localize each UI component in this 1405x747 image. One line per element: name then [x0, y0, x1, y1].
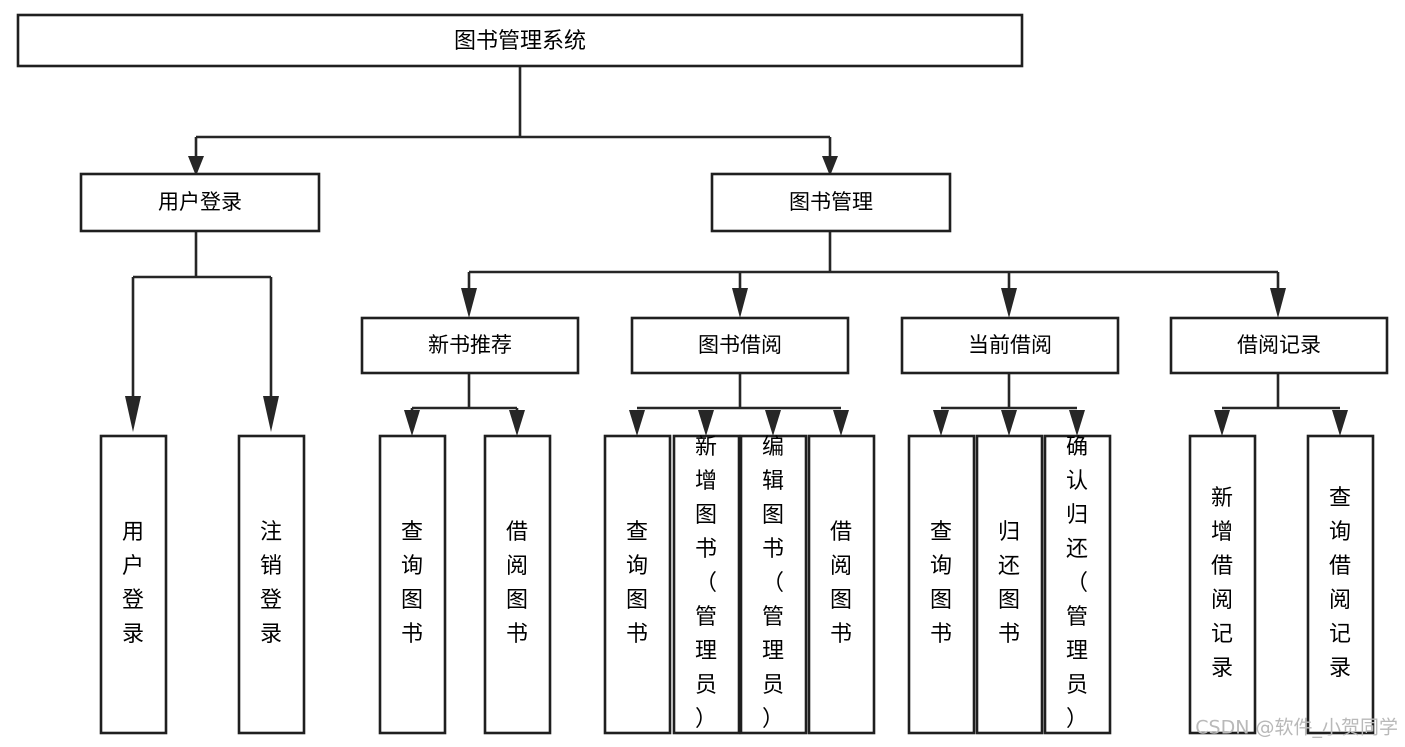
- node-current-borrow-label: 当前借阅: [968, 333, 1052, 357]
- leaf-query-book-newbook-box[interactable]: [378, 434, 447, 735]
- arrow-bookmanage-child-1: [461, 288, 477, 318]
- leaf-query-book-current-box[interactable]: [907, 434, 976, 735]
- node-user-login-label: 用户登录: [158, 190, 242, 214]
- node-book-management-label: 图书管理: [789, 190, 873, 214]
- node-borrow-record-box[interactable]: [1169, 316, 1389, 375]
- node-current-borrow-box[interactable]: [900, 316, 1120, 375]
- arrow-bookborrow-leaf-4: [833, 410, 849, 436]
- arrow-borrowrecord-leaf-2: [1332, 410, 1348, 436]
- node-book-management[interactable]: 图书管理: [710, 172, 952, 233]
- leaf-return-book-box[interactable]: [975, 434, 1044, 735]
- arrow-currentborrow-leaf-3: [1069, 410, 1085, 436]
- leaf-query-borrow-record-label: 查询借阅记录: [1329, 486, 1351, 681]
- arrow-borrowrecord-leaf-1: [1214, 410, 1230, 436]
- leaf-node-query-book-current[interactable]: 查询图书: [907, 434, 976, 735]
- connector-layer: [125, 66, 1348, 436]
- leaf-query-borrow-record-box[interactable]: [1306, 434, 1375, 735]
- leaf-add-book-admin-box[interactable]: [672, 434, 741, 735]
- leaf-query-book-current-label: 查询图书: [930, 520, 952, 647]
- leaf-node-logout[interactable]: 注销登录: [237, 434, 306, 735]
- node-book-management-box[interactable]: [710, 172, 952, 233]
- leaf-borrow-book-box[interactable]: [807, 434, 876, 735]
- leaf-node-return-book[interactable]: 归还图书: [975, 434, 1044, 735]
- node-root-book-management-system[interactable]: 图书管理系统: [16, 13, 1024, 68]
- leaf-node-user-login[interactable]: 用户登录: [99, 434, 168, 735]
- leaf-edit-book-admin-label: 编辑图书（管理员）: [762, 435, 784, 732]
- leaf-borrow-book-newbook-box[interactable]: [483, 434, 552, 735]
- leaf-node-query-book-newbook[interactable]: 查询图书: [378, 434, 447, 735]
- arrow-currentborrow-leaf-1: [933, 410, 949, 436]
- leaf-user-login-label: 用户登录: [122, 520, 144, 647]
- leaf-borrow-book-newbook-label: 借阅图书: [506, 520, 528, 647]
- node-borrow-record-label: 借阅记录: [1237, 333, 1321, 357]
- node-book-borrow-label: 图书借阅: [698, 333, 782, 357]
- watermark-label: CSDN @软件_小贺同学: [1195, 717, 1398, 739]
- node-new-book-recommend-label: 新书推荐: [428, 333, 512, 357]
- arrow-newbook-leaf-2: [509, 410, 525, 436]
- leaf-user-login-box[interactable]: [99, 434, 168, 735]
- leaf-node-add-borrow-record[interactable]: 新增借阅记录: [1188, 434, 1257, 735]
- leaf-confirm-return-admin-box[interactable]: [1043, 434, 1112, 735]
- arrow-userlogin-child-1: [125, 396, 141, 432]
- node-root-label: 图书管理系统: [454, 29, 586, 54]
- node-book-borrow-box[interactable]: [630, 316, 850, 375]
- arrow-bookmanage-child-2: [732, 288, 748, 318]
- leaf-query-book-borrow-box[interactable]: [603, 434, 672, 735]
- arrow-bookborrow-leaf-3: [765, 410, 781, 436]
- leaf-node-query-borrow-record[interactable]: 查询借阅记录: [1306, 434, 1375, 735]
- leaf-logout-box[interactable]: [237, 434, 306, 735]
- leaf-query-book-newbook-label: 查询图书: [401, 520, 423, 647]
- node-new-book-recommend[interactable]: 新书推荐: [360, 316, 580, 375]
- leaf-node-add-book-admin[interactable]: 新增图书（管理员）: [672, 434, 741, 735]
- leaf-return-book-label: 归还图书: [998, 520, 1020, 647]
- node-user-login-box[interactable]: [79, 172, 321, 233]
- leaf-add-book-admin-label: 新增图书（管理员）: [695, 435, 717, 732]
- node-root-box[interactable]: [16, 13, 1024, 68]
- leaf-add-borrow-record-label: 新增借阅记录: [1211, 486, 1233, 681]
- leaf-node-confirm-return-admin[interactable]: 确认归还（管理员）: [1043, 434, 1112, 735]
- leaf-confirm-return-admin-label: 确认归还（管理员）: [1066, 435, 1088, 732]
- arrow-userlogin-child-2: [263, 396, 279, 432]
- leaf-borrow-book-label: 借阅图书: [830, 520, 852, 647]
- node-borrow-record[interactable]: 借阅记录: [1169, 316, 1389, 375]
- leaf-query-book-borrow-label: 查询图书: [626, 520, 648, 647]
- arrow-bookmanage-child-3: [1001, 288, 1017, 318]
- arrow-bookmanage-child-4: [1270, 288, 1286, 318]
- leaf-add-borrow-record-box[interactable]: [1188, 434, 1257, 735]
- leaf-node-borrow-book-newbook[interactable]: 借阅图书: [483, 434, 552, 735]
- leaf-node-edit-book-admin[interactable]: 编辑图书（管理员）: [739, 434, 808, 735]
- arrow-bookborrow-leaf-2: [698, 410, 714, 436]
- node-book-borrow[interactable]: 图书借阅: [630, 316, 850, 375]
- leaf-layer: 用户登录 注销登录 查询图书 借阅图书 查询图书 新增图书: [99, 434, 1375, 735]
- arrow-newbook-leaf-1: [404, 410, 420, 436]
- node-new-book-recommend-box[interactable]: [360, 316, 580, 375]
- leaf-logout-label: 注销登录: [260, 520, 282, 647]
- arrow-root-to-user-login: [188, 156, 204, 176]
- leaf-edit-book-admin-box[interactable]: [739, 434, 808, 735]
- leaf-node-query-book-borrow[interactable]: 查询图书: [603, 434, 672, 735]
- node-user-login[interactable]: 用户登录: [79, 172, 321, 233]
- arrow-bookborrow-leaf-1: [629, 410, 645, 436]
- arrow-currentborrow-leaf-2: [1001, 410, 1017, 436]
- node-current-borrow[interactable]: 当前借阅: [900, 316, 1120, 375]
- arrow-root-to-book-manage: [822, 156, 838, 176]
- leaf-node-borrow-book[interactable]: 借阅图书: [807, 434, 876, 735]
